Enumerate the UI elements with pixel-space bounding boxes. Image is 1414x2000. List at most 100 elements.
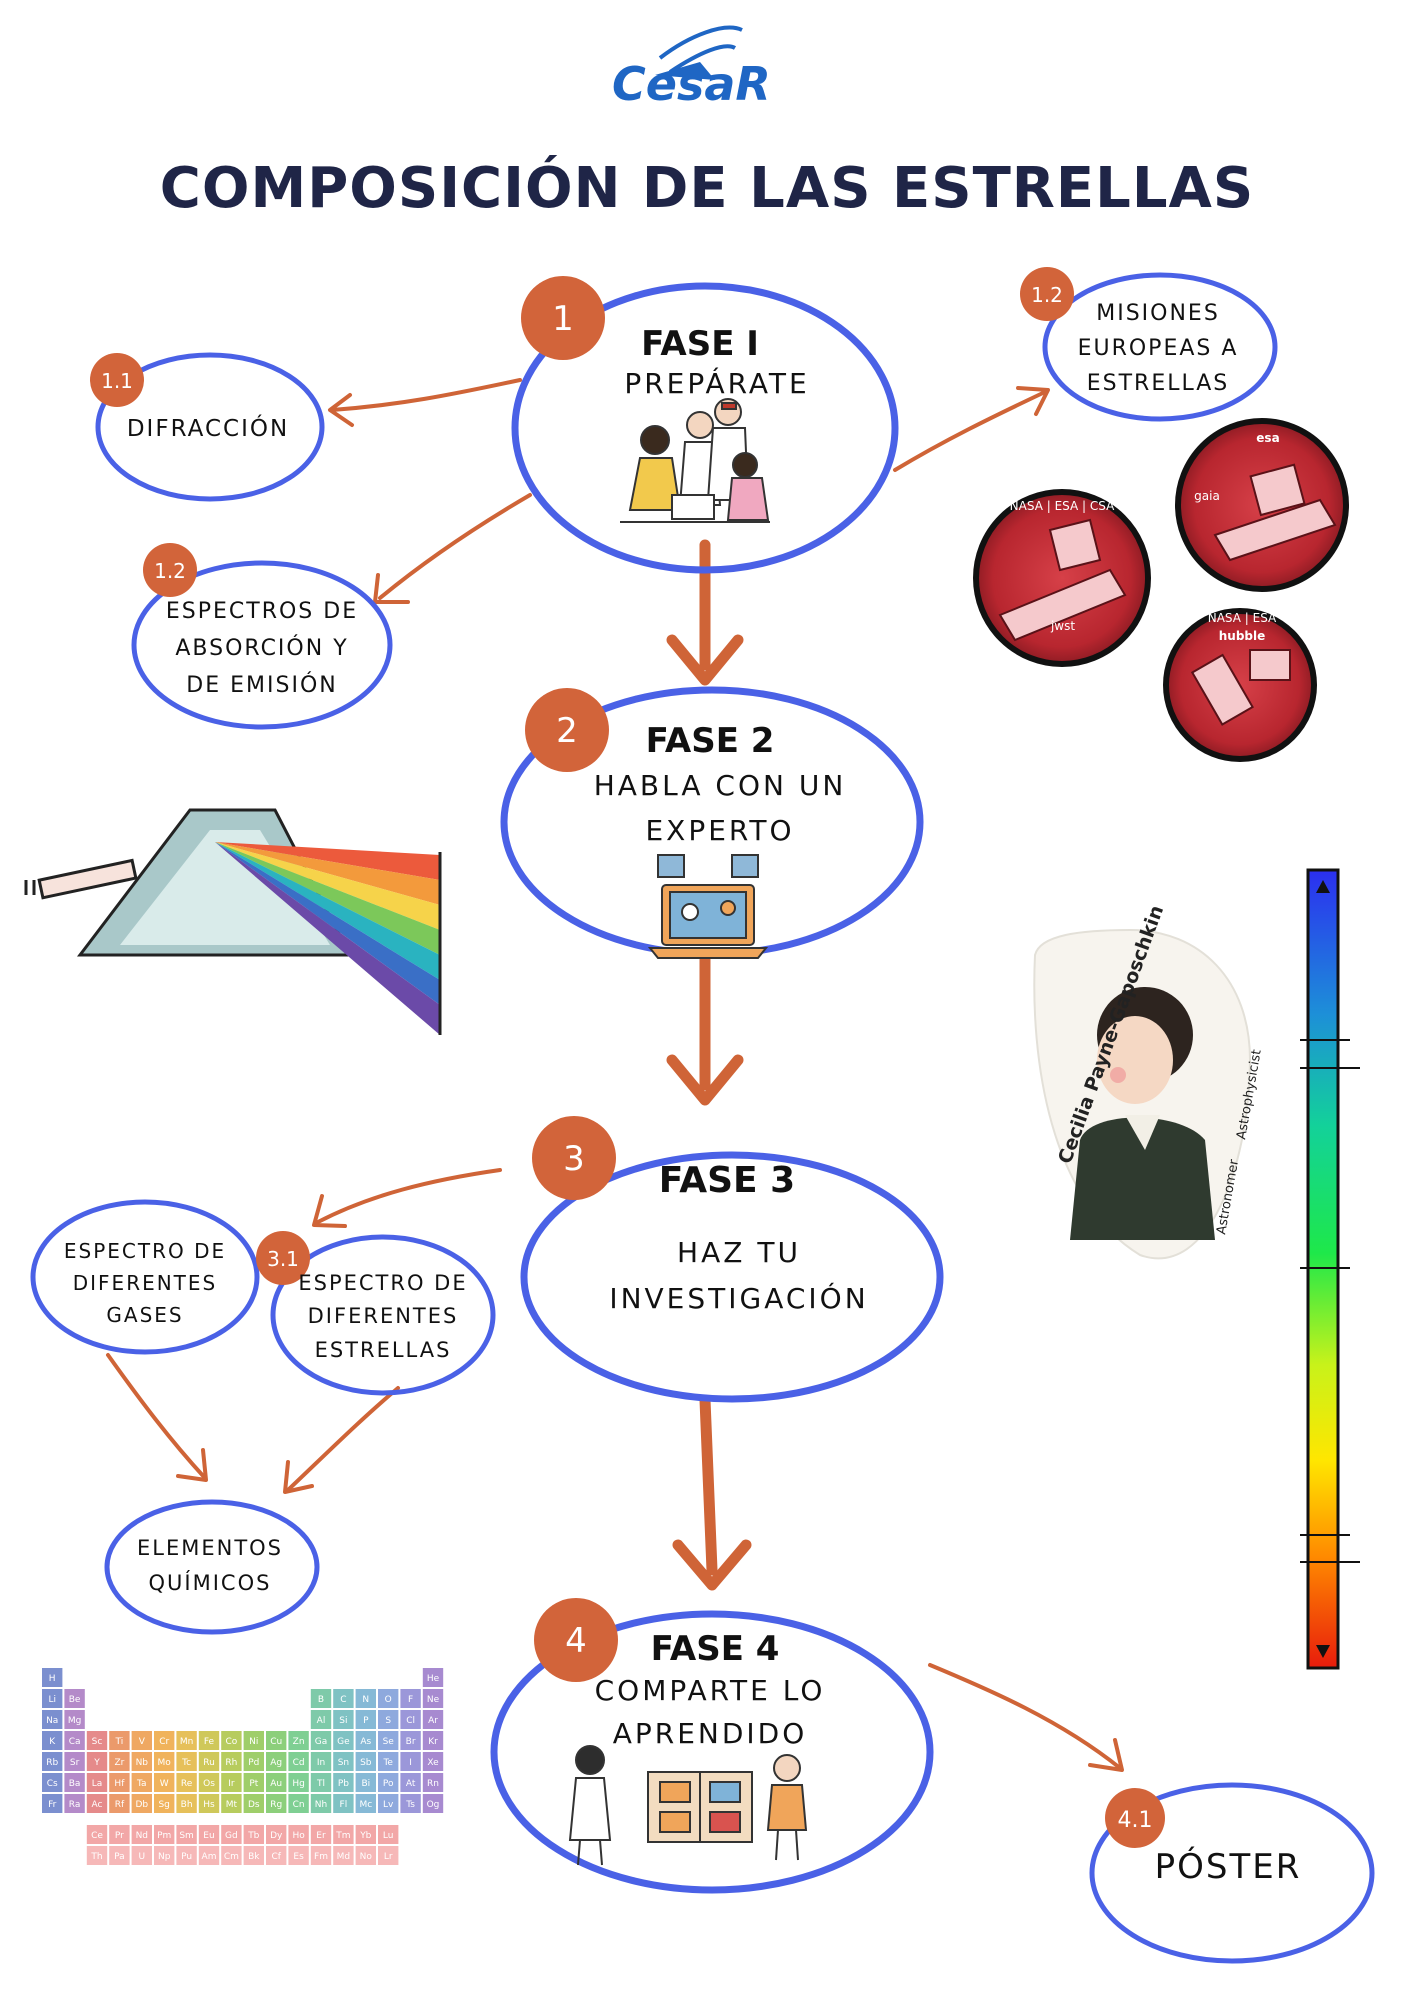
jwst-top-label: NASA | ESA | CSA bbox=[1010, 499, 1115, 513]
subnode-difraccion[interactable]: 1.1 DIFRACCIÓN bbox=[90, 352, 325, 502]
element-symbol: Tl bbox=[316, 1779, 325, 1789]
periodic-cell bbox=[333, 1752, 354, 1771]
element-symbol: Na bbox=[46, 1716, 58, 1726]
periodic-cell bbox=[64, 1710, 85, 1729]
periodic-cell bbox=[400, 1731, 421, 1750]
subnode-poster[interactable]: 4.1 PÓSTER bbox=[1089, 1782, 1375, 1964]
phase-2-title: FASE 2 bbox=[646, 721, 775, 761]
mission-patch-hubble: NASA | ESA hubble bbox=[1163, 608, 1317, 762]
periodic-cell bbox=[400, 1794, 421, 1813]
element-symbol: Ba bbox=[69, 1779, 81, 1789]
subnode-misiones[interactable]: 1.2 MISIONES EUROPEAS A ESTRELLAS bbox=[1020, 267, 1278, 422]
lanthanide-symbol: Pr bbox=[115, 1831, 124, 1841]
element-symbol: Cr bbox=[159, 1737, 169, 1747]
periodic-cell bbox=[42, 1773, 63, 1792]
logo-text: CesaR bbox=[612, 57, 771, 111]
periodic-cell bbox=[64, 1773, 85, 1792]
estrellas-label-line3: ESTRELLAS bbox=[315, 1338, 452, 1362]
element-symbol: N bbox=[362, 1695, 369, 1705]
periodic-cell bbox=[198, 1794, 220, 1813]
element-symbol: Re bbox=[181, 1779, 193, 1789]
periodic-cell bbox=[176, 1773, 197, 1792]
element-symbol: Ar bbox=[428, 1716, 438, 1726]
phase-4-subtitle-line1: COMPARTE LO bbox=[595, 1674, 826, 1707]
lanthanide-symbol: Eu bbox=[203, 1831, 214, 1841]
phase-4-badge-number: 4 bbox=[565, 1621, 587, 1661]
subnode-estrellas[interactable]: 3.1 ESPECTRO DE DIFERENTES ESTRELLAS bbox=[256, 1231, 496, 1396]
phase-3-node[interactable]: 3 FASE 3 HAZ TU INVESTIGACIÓN bbox=[520, 1116, 944, 1403]
periodic-cell bbox=[86, 1794, 108, 1813]
periodic-cell bbox=[378, 1752, 399, 1771]
gaia-top-label: esa bbox=[1256, 431, 1279, 445]
arrow-head bbox=[666, 634, 744, 686]
periodic-cell bbox=[131, 1731, 152, 1750]
element-symbol: Y bbox=[93, 1758, 100, 1768]
periodic-cell bbox=[154, 1794, 175, 1813]
periodic-cell bbox=[355, 1710, 376, 1729]
subnode-elementos[interactable]: ELEMENTOS QUÍMICOS bbox=[104, 1499, 320, 1635]
lanthanide-symbol: Dy bbox=[270, 1831, 283, 1841]
subnode-gases[interactable]: ESPECTRO DE DIFERENTES GASES bbox=[30, 1199, 260, 1355]
phase-4-subtitle-line2: APRENDIDO bbox=[613, 1717, 808, 1750]
element-symbol: Pb bbox=[338, 1779, 349, 1789]
periodic-cell bbox=[355, 1825, 376, 1844]
element-symbol: Cu bbox=[270, 1737, 282, 1747]
periodic-cell bbox=[243, 1825, 264, 1844]
actinide-symbol: U bbox=[139, 1852, 146, 1862]
periodic-cell bbox=[154, 1731, 175, 1750]
element-symbol: Li bbox=[48, 1695, 56, 1705]
prism-illustration bbox=[24, 808, 442, 1035]
element-symbol: Cl bbox=[406, 1716, 415, 1726]
difraccion-ellipse bbox=[95, 352, 325, 502]
arrow-to-spectra bbox=[316, 1168, 502, 1224]
element-symbol: Zn bbox=[293, 1737, 305, 1747]
phase-3-badge-number: 3 bbox=[563, 1139, 585, 1179]
periodic-cell bbox=[355, 1689, 376, 1708]
periodic-cell bbox=[400, 1710, 421, 1729]
periodic-cell bbox=[355, 1752, 376, 1771]
periodic-cell bbox=[154, 1752, 175, 1771]
element-symbol: Rn bbox=[427, 1779, 439, 1789]
element-symbol: Co bbox=[226, 1737, 238, 1747]
periodic-cell bbox=[355, 1846, 376, 1865]
element-symbol: In bbox=[317, 1758, 325, 1768]
periodic-cell bbox=[243, 1846, 264, 1865]
element-symbol: Ne bbox=[427, 1695, 440, 1705]
periodic-cell bbox=[400, 1689, 421, 1708]
cesar-logo: CesaR bbox=[612, 25, 771, 111]
arrow-head bbox=[312, 1194, 347, 1228]
actinide-symbol: Bk bbox=[248, 1852, 260, 1862]
gases-label-line3: GASES bbox=[106, 1303, 183, 1327]
phase-3-title: FASE 3 bbox=[659, 1160, 795, 1201]
element-symbol: Mo bbox=[158, 1758, 172, 1768]
element-symbol: Ru bbox=[203, 1758, 215, 1768]
periodic-cell bbox=[42, 1710, 63, 1729]
periodic-cell bbox=[131, 1794, 152, 1813]
periodic-cell bbox=[42, 1794, 63, 1813]
element-symbol: Ag bbox=[270, 1758, 282, 1768]
element-symbol: B bbox=[318, 1695, 324, 1705]
lanthanide-symbol: Sm bbox=[179, 1831, 193, 1841]
phase-2-node[interactable]: 2 FASE 2 HABLA CON UN EXPERTO bbox=[500, 686, 924, 959]
element-symbol: Ts bbox=[405, 1800, 415, 1810]
periodic-cell bbox=[266, 1846, 287, 1865]
periodic-cell bbox=[198, 1731, 220, 1750]
phase-4-badge bbox=[534, 1598, 618, 1682]
element-symbol: Hg bbox=[292, 1779, 304, 1789]
arrow-head bbox=[373, 573, 410, 604]
periodic-cell bbox=[310, 1825, 332, 1844]
phase-3-subtitle-line2: INVESTIGACIÓN bbox=[609, 1281, 868, 1315]
phase-1-node[interactable]: 1 FASE I PREPÁRATE bbox=[511, 276, 899, 574]
actinide-symbol: Am bbox=[202, 1852, 217, 1862]
phase-1-title: FASE I bbox=[641, 324, 759, 364]
element-symbol: Se bbox=[383, 1737, 395, 1747]
periodic-cell bbox=[333, 1825, 354, 1844]
arrow-head bbox=[672, 1539, 752, 1591]
periodic-cell bbox=[221, 1846, 242, 1865]
subnode-espectros[interactable]: 1.2 ESPECTROS DE ABSORCIÓN Y DE EMISIÓN bbox=[131, 543, 393, 730]
arrow-head bbox=[1088, 1738, 1124, 1772]
phase-4-node[interactable]: 4 FASE 4 COMPARTE LO APRENDIDO bbox=[490, 1598, 934, 1894]
actinide-symbol: Es bbox=[293, 1852, 304, 1862]
periodic-cell bbox=[176, 1752, 197, 1771]
logo-signal-arc bbox=[658, 25, 743, 60]
